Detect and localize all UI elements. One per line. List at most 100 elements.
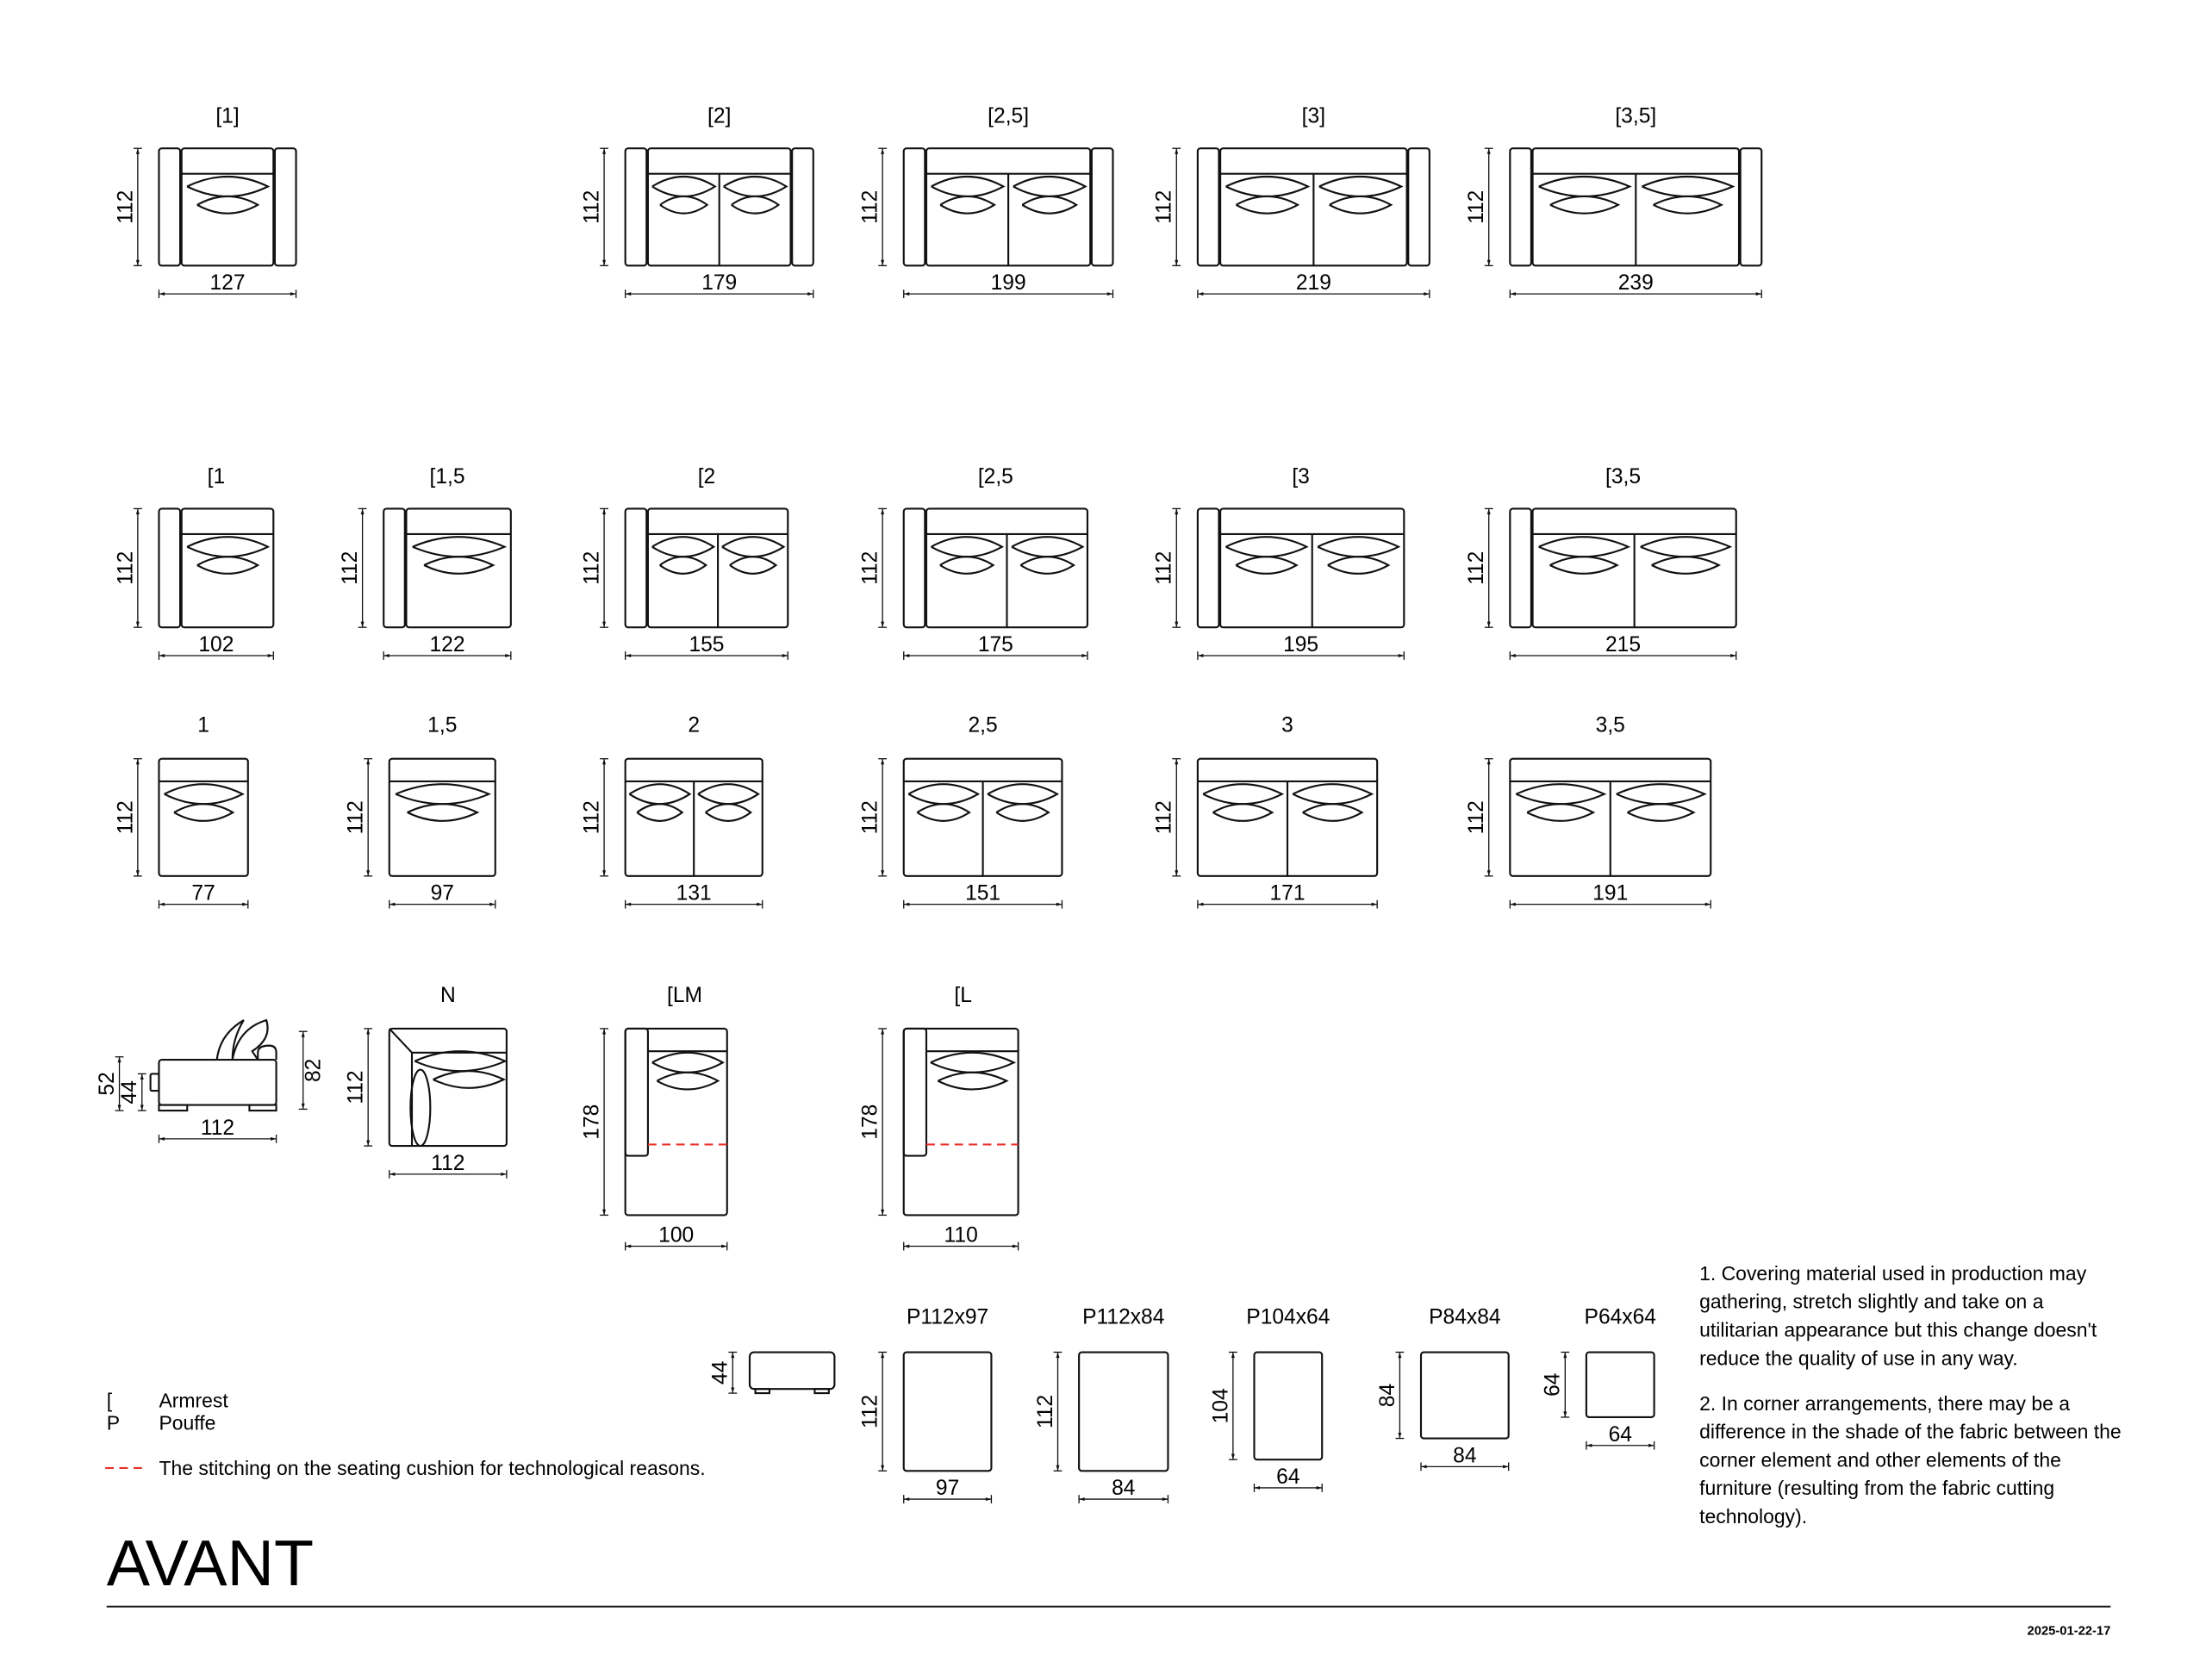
pouffe-label: P84x84 [1429, 1306, 1500, 1329]
pouffe-label: P112x84 [1082, 1306, 1164, 1329]
cushion-outline [1327, 556, 1391, 575]
cushion-outline [907, 783, 981, 806]
pouffe-side-view: 44 [709, 1351, 836, 1395]
cushion-outline [1021, 196, 1079, 215]
cushion-outline [659, 556, 708, 575]
armrest-right [1407, 147, 1430, 267]
cushion-outline [186, 176, 271, 197]
module-label: [1 [208, 465, 226, 488]
module-label: 3 [1281, 714, 1293, 737]
module-label: N [440, 984, 456, 1007]
armrest-right [791, 147, 814, 267]
armrest-left [158, 147, 182, 267]
cushion-outline [1526, 803, 1596, 822]
depth-value: 112 [345, 800, 368, 834]
cushion-outline [395, 783, 492, 806]
corner-body [388, 1027, 508, 1148]
armrest-left [1196, 147, 1220, 267]
cushion-outline [723, 175, 788, 198]
cushion-outline [1212, 803, 1274, 822]
width-value: 215 [1605, 633, 1641, 656]
cushion-outline [659, 195, 709, 215]
cushion-outline [651, 536, 716, 558]
armrest-left [624, 1027, 649, 1157]
pouffe-body [1585, 1351, 1655, 1419]
module-no-armrest-5: 3,5 191 112 [1465, 714, 1712, 909]
note-1-line: 1. Covering material used in production … [1699, 1262, 2087, 1285]
module-label: 1 [197, 714, 209, 737]
depth-value: 112 [345, 1070, 368, 1104]
seat-body [180, 507, 275, 629]
side-arm-stub [149, 1073, 160, 1092]
width-value: 171 [1270, 882, 1306, 905]
depth-value: 44 [709, 1361, 732, 1384]
armrest-left [158, 507, 182, 629]
depth-value: 112 [1465, 800, 1488, 834]
cushion-outline [1019, 556, 1076, 575]
cushion-outline [1013, 175, 1087, 198]
pouffe-side-body [748, 1351, 836, 1391]
cushion-outline [628, 783, 692, 806]
armrest-left [902, 147, 926, 267]
cushion-outline [697, 783, 760, 806]
module-label: 3,5 [1596, 714, 1625, 737]
width-value: 97 [936, 1477, 959, 1500]
cushion-outline [651, 1051, 726, 1073]
legend-text-armrest: Armrest [159, 1389, 228, 1411]
width-value: 110 [944, 1224, 978, 1248]
side-leg [248, 1104, 277, 1112]
cushion-outline [939, 196, 996, 215]
width-value: 84 [1453, 1444, 1476, 1467]
cushion-outline [407, 803, 480, 822]
cushion-outline [1515, 783, 1607, 806]
pouffe-label: P112x97 [907, 1306, 988, 1329]
depth-value: 112 [114, 190, 137, 224]
armrest-right [1739, 147, 1763, 267]
width-value: 127 [209, 271, 245, 295]
cushion-outline [1642, 176, 1736, 197]
cushion-outline [1651, 556, 1722, 575]
legend: [ Armrest P Pouffe The stitching on the … [105, 1389, 706, 1479]
depth-value: 112 [1153, 190, 1176, 224]
depth-value: 64 [1542, 1373, 1565, 1397]
depth-value: 84 [1376, 1384, 1399, 1407]
cushion-outline [433, 1070, 507, 1089]
side-back-cushion [231, 1018, 269, 1061]
armrest-left [902, 1027, 928, 1157]
cushion-outline [1538, 176, 1632, 197]
pouffe-body [1419, 1351, 1510, 1440]
module-label: [2 [698, 465, 716, 488]
cushion-outline [1640, 536, 1733, 558]
note-2-line: furniture (resulting from the fabric cut… [1699, 1477, 2054, 1499]
corner-backrest [389, 1028, 507, 1147]
module-label: [3 [1292, 465, 1310, 488]
armrest-left [624, 147, 648, 267]
depth-value: 52 [96, 1072, 119, 1095]
depth-value: 112 [581, 190, 604, 224]
note-2-line: corner element and other elements of the [1699, 1448, 2061, 1471]
armrest-right [1090, 147, 1114, 267]
cushion-outline [651, 175, 717, 198]
pouffe-body [1078, 1351, 1169, 1472]
width-value: 64 [1276, 1465, 1299, 1489]
document-date: 2025-01-22-17 [2028, 1625, 2111, 1639]
cushion-outline [1317, 536, 1401, 558]
depth-value: 104 [1209, 1388, 1232, 1423]
cushion-outline [656, 1071, 720, 1091]
cushion-outline [916, 803, 971, 822]
module-drawings: [1]127112[2]179112[2,5]199112[3]219112[3… [96, 105, 1763, 1503]
cushion-outline [1627, 803, 1696, 822]
depth-value: 112 [859, 800, 882, 834]
cushion-outline [173, 803, 235, 822]
cushion-outline [931, 536, 1005, 558]
width-value: 191 [1592, 882, 1628, 905]
cushion-outline [995, 803, 1050, 822]
module-label: [L [954, 984, 972, 1007]
